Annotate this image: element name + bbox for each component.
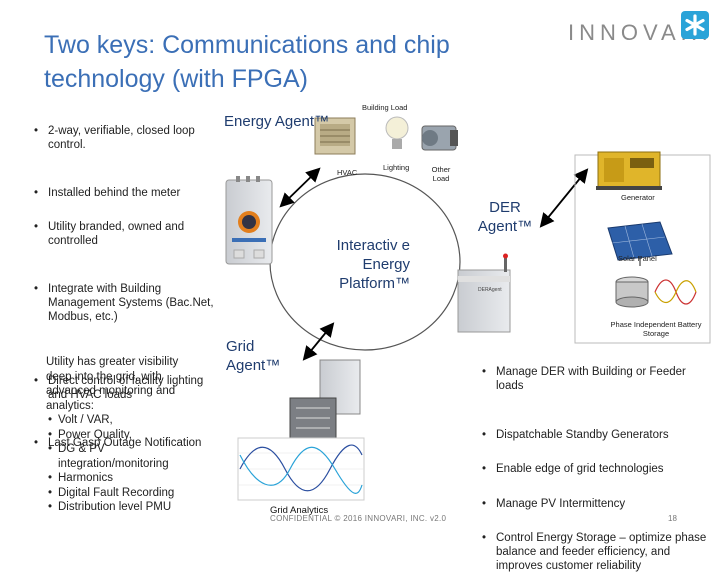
right-bullet-list: Manage DER with Building or Feeder loads… — [480, 365, 714, 572]
lighting-label: Lighting — [383, 163, 410, 172]
der-box-label: DERAgent — [478, 287, 502, 293]
hvac-label: HVAC — [337, 168, 358, 177]
right-bullet-item: Dispatchable Standby Generators — [480, 428, 714, 442]
solar-panel-icon — [607, 221, 673, 266]
network-diagram: DERAgent — [225, 116, 711, 501]
left-bullet-item: Integrate with Building Management Syste… — [32, 282, 214, 324]
platform-label: Interactiv e Energy Platform™ — [336, 237, 410, 292]
utility-item: Distribution level PMU — [46, 500, 206, 515]
utility-section: Utility has greater visibility deep into… — [46, 355, 206, 515]
page-number: 18 — [668, 514, 677, 523]
asterisk-icon — [681, 11, 709, 39]
right-bullet-item: Control Energy Storage – optimize phase … — [480, 531, 714, 573]
right-bullet-item: Enable edge of grid technologies — [480, 462, 714, 476]
arrow-grid-agent — [302, 322, 335, 361]
utility-item: Digital Fault Recording — [46, 486, 206, 501]
utility-intro: Utility has greater visibility deep into… — [46, 356, 179, 412]
left-bullet-item: Direct control of facility lighting and … — [32, 374, 214, 402]
right-bullet-item: Manage DER with Building or Feeder loads — [480, 365, 714, 393]
grid-analytics-label: Grid Analytics — [270, 505, 329, 516]
energy-agent-label: Energy Agent™ — [224, 113, 330, 130]
energy-agent-device — [225, 176, 273, 265]
grid-agent-device — [289, 359, 361, 449]
battery-label: Phase Independent Battery Storage — [610, 320, 702, 338]
arrow-der-agent — [539, 168, 589, 228]
arrow-energy-agent — [279, 167, 321, 208]
other-load-label: Other Load — [431, 165, 451, 183]
left-bullet-item: Utility branded, owned and controlled — [32, 220, 214, 248]
solar-panel-label: Solar Panel — [618, 254, 657, 263]
der-agent-cabinet: DERAgent — [457, 253, 511, 333]
right-bullet-item: Manage PV Intermittency — [480, 497, 714, 511]
utility-list: Volt / VAR, Power Quality, DG & PV integ… — [46, 413, 206, 515]
left-bullet-item: 2-way, verifiable, closed loop control. — [32, 124, 214, 152]
slide-title: Two keys: Communications and chip techno… — [44, 31, 450, 93]
building-load-group — [314, 116, 458, 155]
utility-item: Volt / VAR, — [46, 413, 206, 428]
footer-confidential: CONFIDENTIAL © 2016 INNOVARI, INC. v2.0 — [270, 514, 447, 523]
grid-analytics-chart — [237, 437, 365, 501]
der-agent-label: DER Agent™ — [477, 199, 533, 235]
grid-agent-label: Grid Agent™ — [226, 338, 281, 374]
generator-label: Generator — [621, 193, 655, 202]
battery-storage-icon — [615, 276, 697, 308]
left-bullet-item: Installed behind the meter — [32, 186, 214, 200]
utility-item: Power Quality, — [46, 428, 206, 443]
generator-icon — [596, 151, 662, 190]
utility-item: DG & PV integration/monitoring — [46, 442, 206, 471]
building-load-label: Building Load — [362, 103, 408, 112]
utility-item: Harmonics — [46, 471, 206, 486]
